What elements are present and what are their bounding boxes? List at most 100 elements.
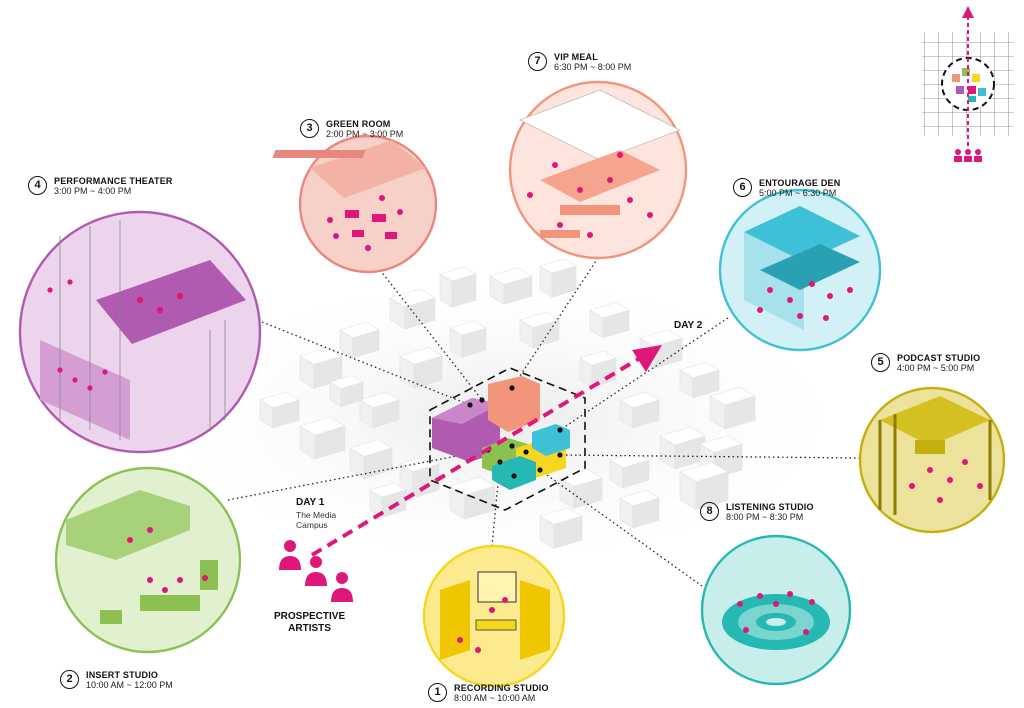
- stop-label-6: 6 ENTOURAGE DEN 5:00 PM ~ 6:30 PM: [733, 178, 840, 199]
- artists-label: PROSPECTIVE ARTISTS: [274, 611, 345, 635]
- campus-block-top: [619, 391, 660, 409]
- node-vip: [509, 385, 515, 391]
- stop-number-4: 4: [28, 176, 47, 195]
- stop-number-8: 8: [700, 502, 719, 521]
- stop-title-1: RECORDING STUDIO: [454, 683, 549, 693]
- campus-block-top: [639, 329, 683, 347]
- leader-line-vip-meal: [511, 257, 599, 389]
- campus-block-top: [329, 375, 364, 389]
- podcast-studio-vignette: [858, 386, 1006, 534]
- leader-line-listening: [539, 469, 703, 587]
- campus-block-top: [349, 439, 393, 457]
- campus-block-top: [539, 507, 583, 525]
- campus-block-top: [299, 347, 343, 365]
- day2-label: DAY 2: [674, 320, 703, 331]
- campus-block-top: [489, 267, 533, 285]
- campus-block-top: [679, 462, 729, 482]
- cluster-teal-block: [492, 456, 536, 490]
- node-teal: [511, 473, 517, 479]
- campus-blocks: [259, 258, 756, 549]
- stop-title-8: LISTENING STUDIO: [726, 502, 814, 512]
- campus-block-top: [399, 347, 443, 365]
- artists-icon: [279, 540, 353, 602]
- stop-number-7: 7: [528, 52, 547, 71]
- cluster-vip-block: [488, 376, 540, 432]
- day1-place-line2: Campus: [296, 520, 328, 531]
- stop-title-2: INSERT STUDIO: [86, 670, 159, 680]
- campus-block-top: [659, 426, 706, 446]
- stop-title-4: PERFORMANCE THEATER: [54, 176, 173, 186]
- leader-line-recording: [491, 461, 501, 547]
- campus-block-top: [539, 258, 577, 274]
- campus-inset: [922, 6, 1014, 162]
- stop-label-5: 5 PODCAST STUDIO 4:00 PM ~ 5:00 PM: [871, 353, 980, 374]
- node-podcast: [557, 452, 563, 458]
- stop-number-6: 6: [733, 178, 752, 197]
- campus-block-top: [299, 416, 346, 436]
- campus-block-top: [369, 482, 407, 498]
- campus-block-top: [449, 320, 487, 336]
- listening-studio-vignette: [700, 534, 852, 686]
- day-arrow: [310, 345, 662, 557]
- campus-block-top: [619, 489, 660, 507]
- stop-time-6: 5:00 PM ~ 6:30 PM: [759, 188, 837, 199]
- stop-title-5: PODCAST STUDIO: [897, 353, 981, 363]
- stop-time-1: 8:00 AM ~ 10:00 AM: [454, 693, 536, 704]
- stop-label-1: 1 RECORDING STUDIO 8:00 AM ~ 10:00 AM: [428, 683, 549, 704]
- stop-label-8: 8 LISTENING STUDIO 8:00 PM ~ 8:30 PM: [700, 502, 814, 523]
- campus-block-top: [259, 391, 300, 409]
- green-room-vignette: [272, 134, 438, 274]
- stop-label-3: 3 GREEN ROOM 2:00 PM ~ 3:00 PM: [300, 119, 403, 140]
- stop-title-6: ENTOURAGE DEN: [759, 178, 841, 188]
- campus-block-top: [699, 435, 743, 453]
- stop-time-8: 8:00 PM ~ 8:30 PM: [726, 512, 804, 523]
- insert-studio-vignette: [54, 466, 242, 654]
- leader-line-green-room: [379, 269, 483, 401]
- campus-block-top: [709, 386, 756, 406]
- day1-place: The Media Campus: [296, 510, 336, 530]
- node-yellow: [523, 449, 529, 455]
- day1-label: DAY 1: [296, 497, 325, 508]
- day-arrow-head: [632, 345, 662, 372]
- node-green-room: [479, 397, 485, 403]
- node-recording: [497, 459, 503, 465]
- inset-arrow-head: [962, 6, 974, 18]
- leader-lines: [227, 257, 861, 587]
- artists-label-line2: ARTISTS: [288, 623, 331, 634]
- artists-label-line1: PROSPECTIVE: [274, 611, 346, 622]
- stop-time-3: 2:00 PM ~ 3:00 PM: [326, 129, 404, 140]
- cluster-boundary: [429, 367, 586, 511]
- cluster-theater-top: [432, 398, 500, 424]
- stop-title-3: GREEN ROOM: [326, 119, 391, 129]
- stop-number-3: 3: [300, 119, 319, 138]
- stop-number-1: 1: [428, 683, 447, 702]
- node-theater: [467, 402, 473, 408]
- program-cluster: [429, 367, 586, 511]
- campus-block-top: [679, 361, 720, 379]
- stop-number-5: 5: [871, 353, 890, 372]
- vip-meal-vignette: [508, 80, 688, 260]
- campus-block-top: [579, 350, 617, 366]
- performance-theater-vignette: [18, 210, 262, 454]
- stop-number-2: 2: [60, 670, 79, 689]
- stop-time-7: 6:30 PM ~ 8:00 PM: [554, 62, 632, 73]
- leader-line-theater: [261, 321, 471, 406]
- entourage-den-vignette: [718, 188, 882, 352]
- stop-label-2: 2 INSERT STUDIO 10:00 AM ~ 12:00 PM: [60, 670, 173, 691]
- stop-title-7: VIP MEAL: [554, 52, 598, 62]
- recording-studio-vignette: [422, 544, 566, 688]
- campus-block-top: [339, 321, 380, 339]
- node-listening: [537, 467, 543, 473]
- node-green: [509, 443, 515, 449]
- stop-label-7: 7 VIP MEAL 6:30 PM ~ 8:00 PM: [528, 52, 631, 73]
- stop-label-4: 4 PERFORMANCE THEATER 3:00 PM ~ 4:00 PM: [28, 176, 173, 197]
- day1-place-line1: The Media: [296, 510, 337, 520]
- stop-time-2: 10:00 AM ~ 12:00 PM: [86, 680, 173, 691]
- leader-line-insert: [227, 449, 489, 501]
- campus-block-top: [519, 311, 560, 329]
- node-entourage: [557, 427, 563, 433]
- campus-block-top: [389, 288, 436, 308]
- stop-time-5: 4:00 PM ~ 5:00 PM: [897, 363, 975, 374]
- stop-time-4: 3:00 PM ~ 4:00 PM: [54, 186, 132, 197]
